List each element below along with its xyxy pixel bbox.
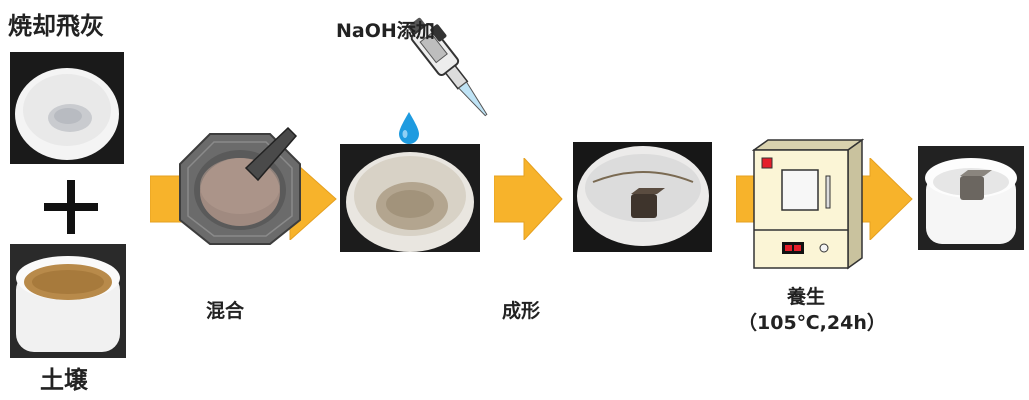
fly-ash-label: 焼却飛灰	[8, 12, 104, 40]
soil-photo	[10, 244, 126, 358]
soil-label: 土壌	[40, 366, 88, 394]
mixed-powder-photo	[340, 144, 480, 252]
fly-ash-photo	[10, 52, 124, 164]
plus-icon	[44, 180, 98, 234]
oven-illustration	[752, 138, 864, 270]
droplet-icon	[399, 112, 419, 144]
step-curing-condition: （105℃,24h）	[738, 312, 886, 334]
arrow-2	[494, 158, 563, 240]
cured-cube-photo	[918, 146, 1024, 250]
step-molding-label: 成形	[502, 300, 541, 322]
step-curing-label: 養生	[787, 286, 826, 308]
pipette-icon	[407, 17, 488, 117]
molded-cube-photo	[573, 142, 712, 252]
step-mixing-label: 混合	[206, 300, 245, 322]
mortar-pestle-illustration	[179, 126, 301, 245]
naoh-label: NaOH添加	[336, 20, 435, 42]
